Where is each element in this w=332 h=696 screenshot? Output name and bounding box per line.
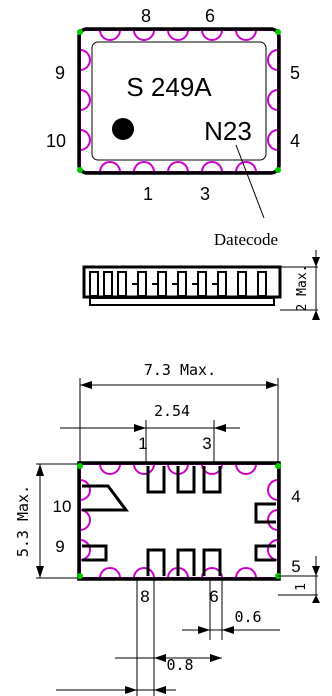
pin1-dot	[112, 118, 134, 140]
footprint-pin-3: 3	[202, 434, 211, 453]
datecode-leader	[235, 144, 265, 219]
pad-width-label: 0.6	[234, 608, 261, 626]
pitch-label: 2.54	[154, 402, 190, 420]
lead-label: 1	[294, 583, 309, 591]
datecode-label: Datecode	[214, 230, 278, 249]
footprint-pin-4: 4	[291, 487, 300, 506]
pin-label-6: 6	[205, 6, 215, 26]
lid-outline	[91, 41, 267, 161]
height-label: 5.3 Max.	[14, 485, 32, 557]
pin-label-10: 10	[46, 131, 66, 151]
pin-label-8: 8	[141, 6, 151, 26]
package-outline	[77, 27, 281, 175]
inner-leads	[82, 466, 276, 576]
footprint-pin-9: 9	[55, 537, 64, 556]
pad-pitch-label: 0.8	[166, 656, 193, 674]
footprint-view: 7.3 Max. 2.54 1 3 5.3 Max.	[14, 361, 320, 696]
width-label: 7.3 Max.	[144, 361, 216, 379]
footprint-pin-5: 5	[291, 557, 300, 576]
pin-label-3: 3	[200, 184, 210, 204]
corner-pads	[77, 29, 281, 173]
pin-label-1: 1	[143, 184, 153, 204]
side-view: 2 Max.	[82, 250, 320, 320]
footprint-pin-1: 1	[138, 434, 147, 453]
pin-label-5: 5	[290, 63, 300, 83]
footprint-pin-8: 8	[140, 587, 149, 606]
footprint-outline	[77, 461, 281, 581]
pin-label-9: 9	[55, 63, 65, 83]
pin-label-4: 4	[290, 131, 300, 151]
side-base	[89, 297, 275, 306]
marking-line-1: S 249A	[126, 72, 212, 102]
footprint-pin-6: 6	[209, 587, 218, 606]
top-view: 8 6 9 10 5 4 1 3	[46, 6, 300, 249]
marking-line-2: N23	[204, 116, 252, 146]
footprint-pin-10: 10	[53, 497, 72, 516]
side-height-label: 2 Max.	[295, 265, 310, 312]
